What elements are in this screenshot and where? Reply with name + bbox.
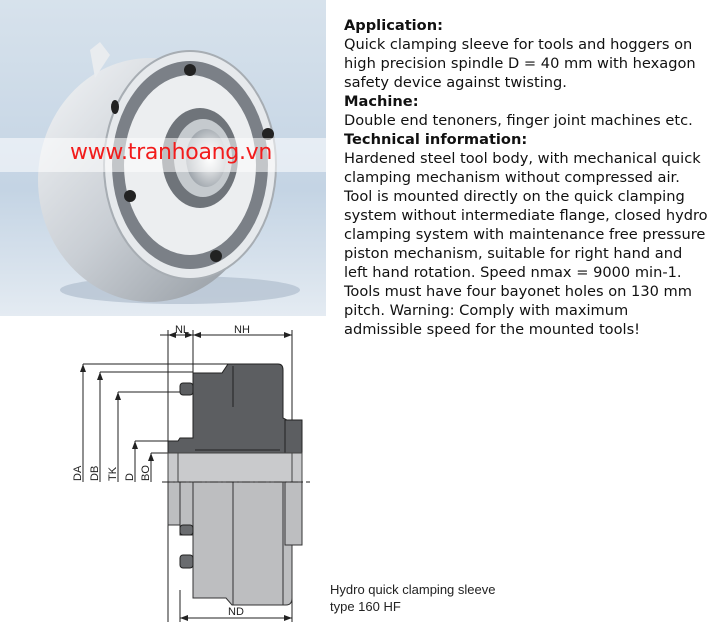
- machine-heading: Machine:: [344, 93, 419, 110]
- dim-label-nh: NH: [234, 324, 250, 336]
- application-heading: Application:: [344, 17, 443, 34]
- watermark-band: www.tranhoang.vn: [0, 138, 326, 172]
- dim-label-tk: TK: [107, 466, 119, 481]
- dim-label-da: DA: [72, 465, 84, 481]
- caption-line-1: Hydro quick clamping sleeve: [330, 582, 496, 597]
- caption-line-2: type 160 HF: [330, 599, 401, 614]
- technical-drawing: NL NH ND DA DB TK D BO: [60, 315, 320, 627]
- diagram-caption: Hydro quick clamping sleeve type 160 HF: [330, 581, 495, 615]
- machine-text: Double end tenoners, finger joint machin…: [344, 112, 693, 129]
- dim-label-db: DB: [89, 466, 101, 481]
- dim-label-d: D: [124, 473, 136, 481]
- dim-label-nl: NL: [175, 324, 189, 336]
- dim-label-bo: BO: [140, 465, 152, 481]
- application-text: Quick clamping sleeve for tools and hogg…: [344, 36, 696, 91]
- dim-label-nd: ND: [228, 606, 244, 618]
- technical-heading: Technical information:: [344, 131, 528, 148]
- technical-text: Hardened steel tool body, with mechanica…: [344, 150, 708, 338]
- product-description: Application: Quick clamping sleeve for t…: [344, 16, 710, 339]
- watermark-text: www.tranhoang.vn: [70, 140, 272, 165]
